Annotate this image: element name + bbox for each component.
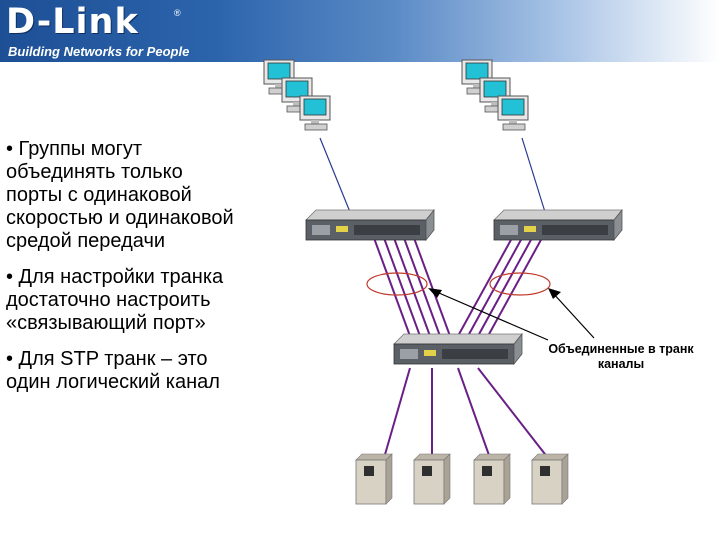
trunk-link [413,237,451,337]
uplink-line [319,137,351,213]
bullet-item: • Для STP транк – это один логический ка… [6,348,220,393]
switch-center-icon [393,333,523,365]
trunk-link [373,237,411,337]
trunk-group-ellipse [489,272,551,296]
computer-icon [497,95,529,131]
pc-group-right [461,59,529,131]
server-link [477,367,549,459]
trunk-link [393,237,431,337]
trunk-link [477,237,533,337]
caption-pointer-arrow [428,288,549,341]
server-icon [531,453,569,505]
bullet-item: • Для настройки транка достаточно настро… [6,266,224,334]
computer-icon [299,95,331,131]
switch-left-icon [305,209,435,241]
brand-logo: D-Link [6,2,139,42]
switch-right-icon [493,209,623,241]
header-banner: D-Link ® Building Networks for People [0,0,720,62]
bullet-item: • Группы могут объединять только порты с… [6,138,234,252]
trunk-link [487,237,543,337]
pc-group-left [263,59,331,131]
trunk-group-ellipse [366,272,428,296]
trunk-link [383,237,421,337]
registered-mark: ® [174,8,181,18]
server-icon [413,453,451,505]
brand-tagline: Building Networks for People [8,44,190,59]
server-link [457,367,491,459]
caption-pointer-arrow [548,288,595,339]
trunk-link [467,237,523,337]
trunk-link [457,237,513,337]
uplink-line [521,137,546,213]
bullet-list: • Группы могут объединять только порты с… [6,138,291,407]
trunk-link [403,237,441,337]
server-icon [473,453,511,505]
server-link [383,367,411,459]
trunk-caption: Объединенные в транк каналы [548,342,694,371]
server-icon [355,453,393,505]
